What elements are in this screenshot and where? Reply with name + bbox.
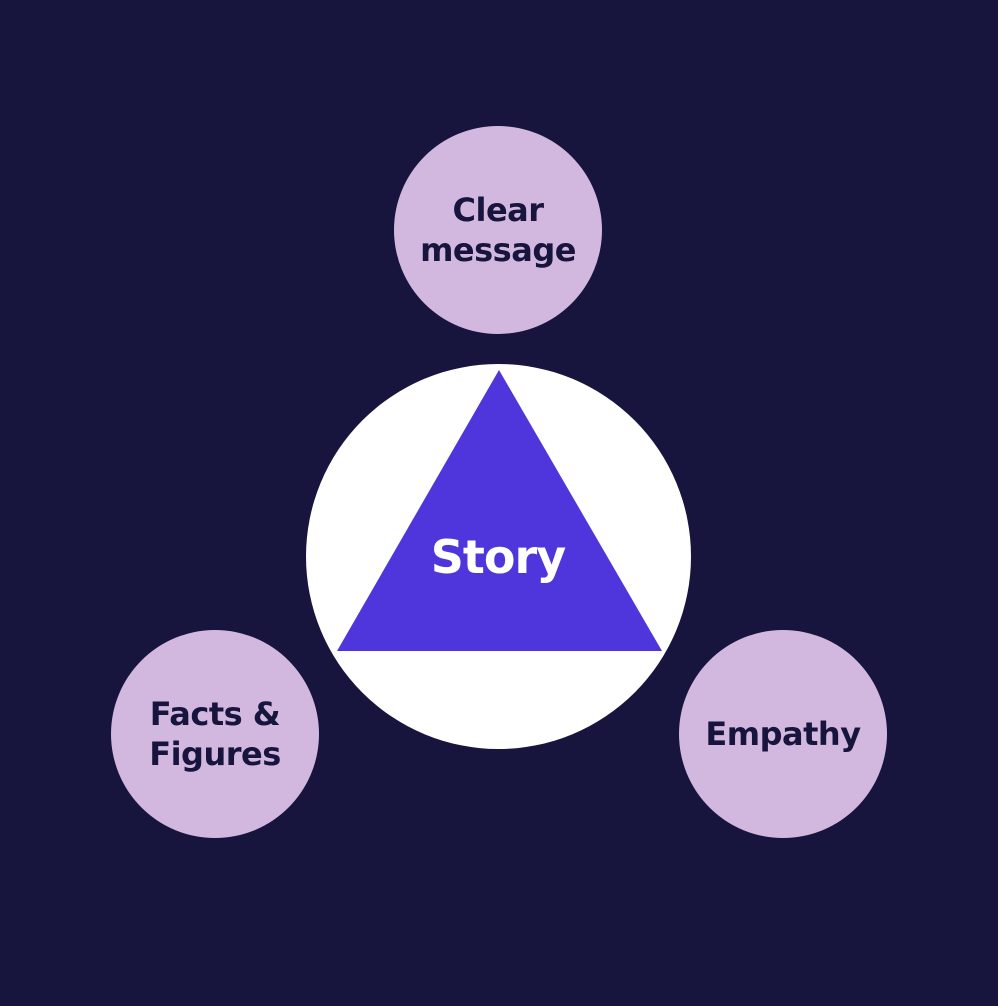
empathy-label: Empathy: [705, 715, 861, 753]
empathy-circle: Empathy: [679, 630, 887, 838]
clear-message-label: Clear message: [420, 191, 576, 269]
clear-message-circle: Clear message: [394, 126, 602, 334]
story-label: Story: [430, 530, 566, 584]
facts-figures-circle: Facts & Figures: [111, 630, 319, 838]
facts-figures-label: Facts & Figures: [149, 695, 281, 773]
